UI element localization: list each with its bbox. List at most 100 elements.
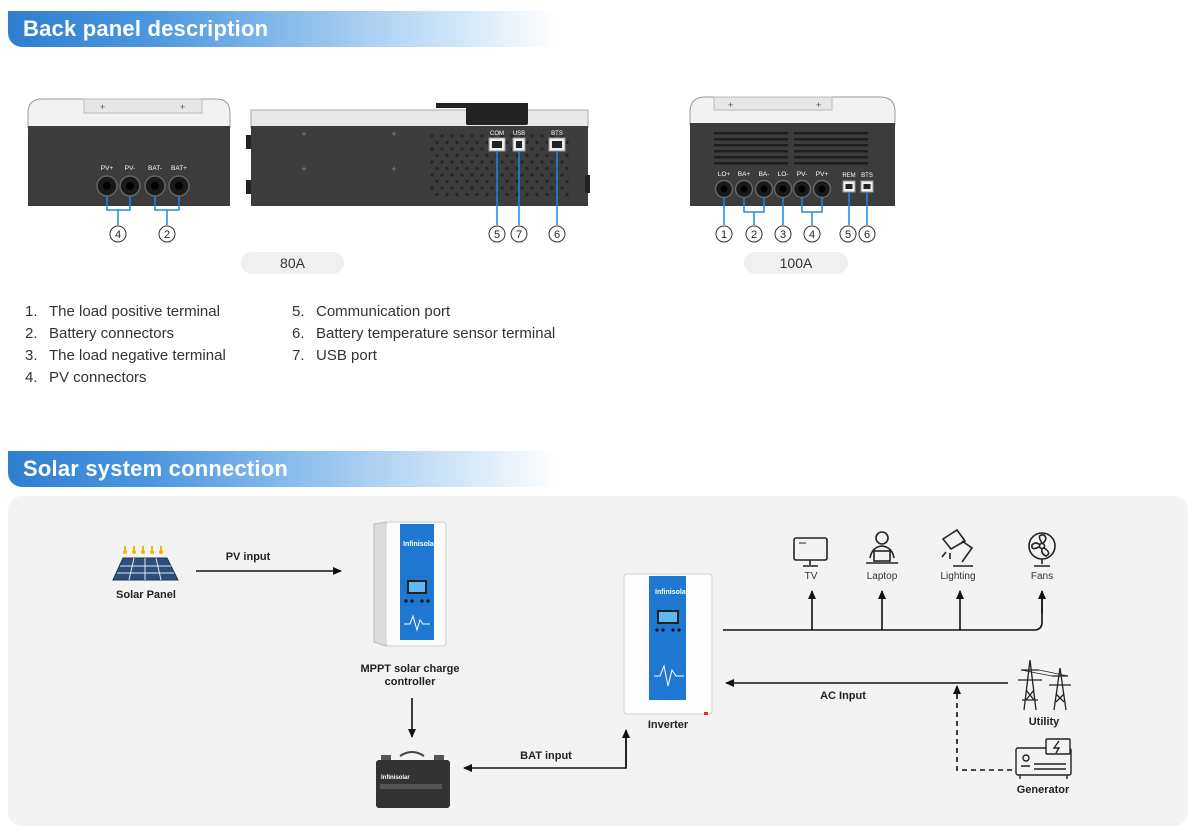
connector-core: [740, 185, 748, 193]
svg-text:+: +: [180, 102, 185, 112]
callout-number: 4: [809, 229, 815, 241]
vent-hole: [475, 153, 479, 158]
vent-hole: [480, 173, 484, 177]
port-label: REM: [842, 173, 855, 179]
vent-hole: [455, 140, 459, 145]
solar-panel-icon: [112, 546, 179, 581]
connector-core: [103, 182, 111, 190]
connector-core: [175, 182, 183, 190]
vent-hole: [500, 186, 504, 190]
model-100a-label: 100A: [744, 252, 848, 274]
vent-hole: [470, 160, 474, 164]
vent-slot: [714, 138, 788, 141]
vent-hole: [525, 166, 529, 171]
callout-circle: [548, 225, 566, 243]
vent-hole: [535, 140, 539, 145]
fan-icon: [1028, 532, 1056, 567]
side-port-slot: [552, 141, 562, 148]
inverter-label: Inverter: [647, 719, 689, 731]
inverter-image: Infinisolar: [623, 573, 713, 715]
svg-text:+: +: [100, 102, 105, 112]
vent-hole: [530, 134, 534, 138]
callout-number: 2: [751, 229, 757, 241]
vent-hole: [565, 179, 569, 184]
vent-hole: [515, 166, 519, 171]
vent-hole: [560, 173, 564, 177]
model-80a-label: 80A: [241, 252, 344, 274]
vent-hole: [550, 173, 554, 177]
vent-hole: [485, 179, 489, 184]
utility-label: Utility: [1028, 716, 1060, 728]
vent-hole: [455, 153, 459, 158]
side-port-label: BTS: [551, 131, 563, 137]
vent-hole: [485, 140, 489, 145]
vent-hole: [460, 134, 464, 138]
vent-hole: [475, 166, 479, 171]
vent-hole: [455, 192, 459, 197]
vent-slots-100a: [714, 132, 868, 165]
vent-hole: [440, 134, 444, 138]
vent-hole: [480, 160, 484, 164]
vent-hole: [485, 166, 489, 171]
vent-hole: [505, 192, 509, 197]
callout-number: 6: [554, 229, 560, 241]
vent-hole: [535, 153, 539, 158]
vent-hole: [430, 173, 434, 177]
vent-hole: [550, 134, 554, 138]
vent-slot: [794, 144, 868, 147]
list-item: 5.Communication port: [292, 303, 451, 320]
vent-hole: [520, 186, 524, 190]
section-title: Back panel description: [23, 16, 269, 41]
vent-slot: [714, 144, 788, 147]
description-list-right: 5.Communication port 6.Battery temperatu…: [292, 301, 555, 367]
vent-hole: [515, 179, 519, 184]
vent-hole: [565, 166, 569, 171]
vent-hole: [545, 166, 549, 171]
vent-hole: [520, 160, 524, 164]
side-port-slot: [516, 141, 522, 148]
vent-hole: [510, 160, 514, 164]
vent-hole: [520, 134, 524, 138]
callout-circle: [510, 225, 528, 243]
vent-hole: [465, 166, 469, 171]
vent-hole: [490, 173, 494, 177]
vent-hole: [445, 179, 449, 184]
vent-hole: [545, 153, 549, 158]
list-item: 7.USB port: [292, 347, 377, 364]
port-label: PV-: [797, 171, 807, 178]
vent-slot: [714, 150, 788, 153]
svg-text:+: +: [728, 100, 733, 110]
port-label: BAT-: [148, 165, 162, 172]
callout-number: 6: [864, 229, 870, 241]
vent-hole: [485, 153, 489, 158]
connector-core: [779, 185, 787, 193]
vent-hole: [455, 166, 459, 171]
callout-circle: [715, 225, 733, 243]
vent-hole: [435, 153, 439, 158]
callout-circle: [488, 225, 506, 243]
vent-hole: [510, 186, 514, 190]
load-label-tv: TV: [804, 571, 818, 582]
vent-hole: [480, 147, 484, 151]
vent-hole: [530, 147, 534, 151]
vent-hole: [545, 192, 549, 197]
section-header-solar-system: Solar system connection: [8, 451, 558, 487]
vent-hole: [500, 134, 504, 138]
vent-hole: [565, 192, 569, 197]
vent-slot: [794, 156, 868, 159]
connection-diagram: [8, 496, 1188, 826]
vent-hole: [450, 134, 454, 138]
vent-hole: [505, 179, 509, 184]
vent-hole: [505, 153, 509, 158]
mppt-label-line2: controller: [384, 676, 436, 688]
vent-hole: [475, 140, 479, 145]
list-item: 2.Battery connectors: [25, 325, 175, 342]
vent-slot: [794, 150, 868, 153]
callout-number: 7: [516, 229, 522, 241]
callout-circle: [158, 225, 176, 243]
vent-hole: [560, 134, 564, 138]
vent-hole: [515, 153, 519, 158]
port-label: PV+: [816, 171, 829, 178]
tv-icon: [793, 537, 828, 567]
